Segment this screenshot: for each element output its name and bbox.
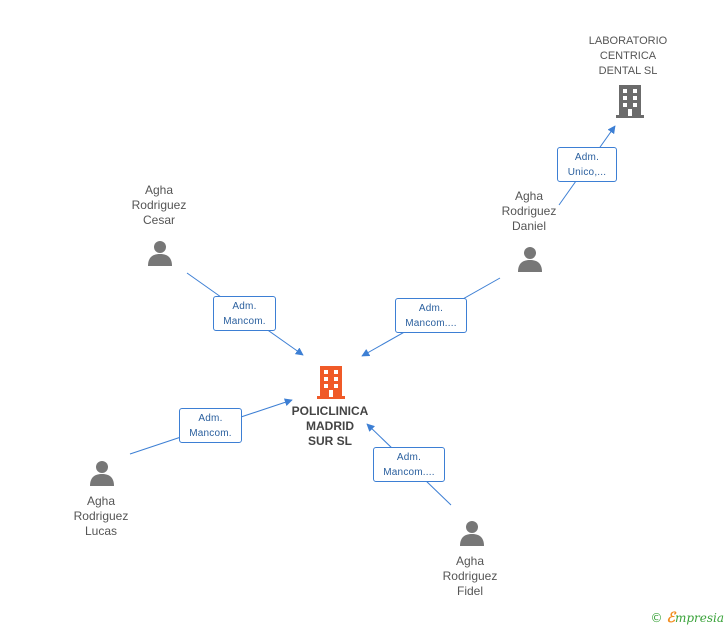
role-title: Adm.	[418, 303, 444, 314]
person-icon[interactable]	[518, 247, 542, 272]
node-label-fidel[interactable]: Agha Rodriguez Fidel	[442, 554, 498, 598]
node-label-daniel[interactable]: Agha Rodriguez Daniel	[501, 189, 557, 233]
role-badge-daniel-center[interactable]: Adm. Mancom....	[395, 298, 467, 333]
building-icon[interactable]	[317, 366, 345, 399]
brand-logo-initial: ℰ	[666, 610, 675, 626]
brand-watermark: ©ℰmpresia	[650, 610, 724, 626]
copyright-symbol: ©	[650, 611, 663, 625]
person-icon[interactable]	[90, 461, 114, 486]
role-detail: Mancom....	[405, 318, 457, 329]
role-detail: Mancom.	[223, 316, 266, 327]
role-badge-cesar-center[interactable]: Adm. Mancom.	[213, 296, 276, 331]
node-label-laboratorio[interactable]: LABORATORIO CENTRICA DENTAL SL	[588, 35, 668, 77]
node-label-center[interactable]: POLICLINICA MADRID SUR SL	[291, 404, 369, 448]
role-badge-lucas-center[interactable]: Adm. Mancom.	[179, 408, 242, 443]
role-title: Adm.	[198, 413, 223, 424]
role-badge-fidel-center[interactable]: Adm. Mancom....	[373, 447, 445, 482]
role-title: Adm.	[574, 152, 600, 163]
role-title: Adm.	[396, 452, 422, 463]
role-detail: Unico,...	[567, 167, 607, 178]
role-detail: Mancom....	[383, 467, 435, 478]
role-detail: Mancom.	[189, 428, 232, 439]
building-icon[interactable]	[616, 85, 644, 118]
brand-logo-text: mpresia	[674, 611, 724, 625]
node-label-cesar[interactable]: Agha Rodriguez Cesar	[131, 183, 187, 227]
role-title: Adm.	[232, 301, 257, 312]
role-badge-daniel-laboratorio[interactable]: Adm. Unico,...	[557, 147, 617, 182]
person-icon[interactable]	[460, 521, 484, 546]
node-label-lucas[interactable]: Agha Rodriguez Lucas	[73, 494, 129, 538]
person-icon[interactable]	[148, 241, 172, 266]
